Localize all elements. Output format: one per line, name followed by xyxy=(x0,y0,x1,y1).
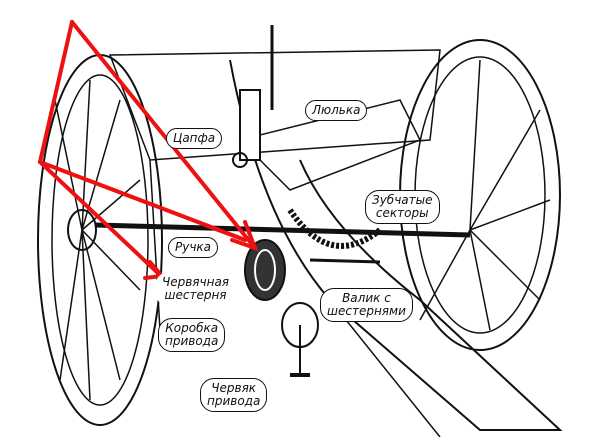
line-2: привода xyxy=(207,394,261,408)
line-1: Червячная xyxy=(162,275,230,289)
line-1: Валик с xyxy=(342,291,391,305)
line-1: Зубчатые xyxy=(372,193,433,207)
label-handle: Ручка xyxy=(168,237,219,258)
line-2: привода xyxy=(165,334,219,348)
shield xyxy=(108,49,441,161)
trail xyxy=(229,59,563,431)
label-trunnion: Цапфа xyxy=(166,128,223,149)
label-cradle: Люлька xyxy=(305,100,368,121)
line-2: шестернями xyxy=(327,304,406,318)
line-1: Червяк xyxy=(211,381,257,395)
line-2: секторы xyxy=(375,206,429,220)
line-2: шестерня xyxy=(164,288,227,302)
line-1: Коробка xyxy=(165,321,219,335)
